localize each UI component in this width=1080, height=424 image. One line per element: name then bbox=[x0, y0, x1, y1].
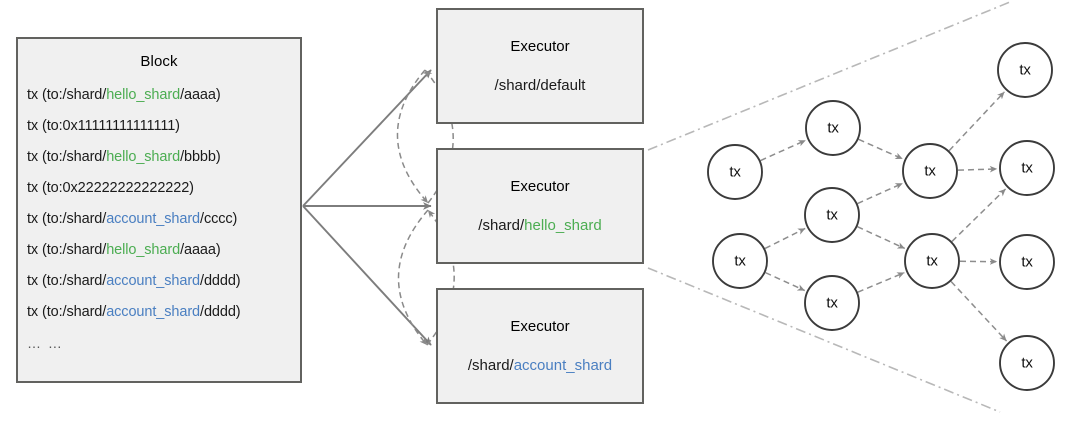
block-transaction-list: tx (to:/shard/hello_shard/aaaa)tx (to:0x… bbox=[18, 80, 300, 359]
block-transaction-row: tx (to:/shard/hello_shard/aaaa) bbox=[27, 80, 300, 111]
tx-suffix: /aaaa) bbox=[180, 242, 221, 258]
block-transaction-row: tx (to:/shard/hello_shard/aaaa) bbox=[27, 235, 300, 266]
dag-node-n6: tx bbox=[924, 162, 936, 180]
tx-shard-name: hello_shard bbox=[106, 149, 181, 165]
executor-path-prefix: /shard/default bbox=[494, 77, 586, 94]
tx-prefix: tx (to:0x22222222222222) bbox=[27, 180, 194, 196]
executor-title: Executor bbox=[510, 318, 570, 335]
tx-prefix: tx (to:/shard/ bbox=[27, 211, 107, 227]
dag-node-n1: tx bbox=[729, 163, 741, 181]
dag-node-n7: tx bbox=[926, 252, 938, 270]
executor-title: Executor bbox=[510, 178, 570, 195]
executor-box-hello-shard[interactable]: Executor /shard/hello_shard bbox=[436, 148, 644, 264]
tx-prefix: tx (to:0x11111111111111) bbox=[27, 118, 180, 134]
block-transaction-row: tx (to:0x22222222222222) bbox=[27, 173, 300, 204]
tx-prefix: tx (to:/shard/ bbox=[27, 242, 107, 258]
block-ellipsis: … … bbox=[27, 335, 64, 351]
tx-suffix: /bbbb) bbox=[180, 149, 221, 165]
block-transaction-row: tx (to:/shard/account_shard/dddd) bbox=[27, 297, 300, 328]
tx-prefix: tx (to:/shard/ bbox=[27, 149, 107, 165]
tx-shard-name: account_shard bbox=[106, 304, 201, 320]
block-title: Block bbox=[140, 53, 178, 70]
executor-box-account-shard[interactable]: Executor /shard/account_shard bbox=[436, 288, 644, 404]
executor-path-shard: account_shard bbox=[513, 357, 613, 374]
block-transaction-row: tx (to:/shard/account_shard/cccc) bbox=[27, 204, 300, 235]
block-transaction-row: tx (to:/shard/hello_shard/bbbb) bbox=[27, 142, 300, 173]
dag-node-n2: tx bbox=[734, 252, 746, 270]
dag-node-n3: tx bbox=[827, 119, 839, 137]
dag-node-n9: tx bbox=[1021, 159, 1033, 177]
tx-suffix: /cccc) bbox=[200, 211, 238, 227]
dag-edges bbox=[760, 91, 1008, 342]
tx-suffix: /aaaa) bbox=[180, 87, 221, 103]
dag-node-n8: tx bbox=[1019, 61, 1031, 79]
tx-suffix: /dddd) bbox=[200, 304, 241, 320]
executor-box-default[interactable]: Executor /shard/default bbox=[436, 8, 644, 124]
dag-node-n10: tx bbox=[1021, 253, 1033, 271]
tx-shard-name: hello_shard bbox=[106, 87, 181, 103]
executor-path: /shard/hello_shard bbox=[478, 217, 601, 234]
zoom-callout-lines bbox=[647, 1, 1011, 413]
tx-suffix: /dddd) bbox=[200, 273, 241, 289]
tx-prefix: tx (to:/shard/ bbox=[27, 273, 107, 289]
executor-title: Executor bbox=[510, 38, 570, 55]
dag-node-n4: tx bbox=[826, 206, 838, 224]
block-transaction-row: tx (to:/shard/account_shard/dddd) bbox=[27, 266, 300, 297]
dag-nodes bbox=[707, 42, 1055, 391]
tx-prefix: tx (to:/shard/ bbox=[27, 304, 107, 320]
tx-shard-name: hello_shard bbox=[106, 242, 181, 258]
dag-node-n5: tx bbox=[826, 294, 838, 312]
executor-path-prefix: /shard/ bbox=[467, 357, 514, 374]
executor-path-shard: hello_shard bbox=[524, 217, 602, 234]
block-box: Block tx (to:/shard/hello_shard/aaaa)tx … bbox=[16, 37, 302, 383]
dag-node-n11: tx bbox=[1021, 354, 1033, 372]
block-to-executor-arrows bbox=[302, 69, 432, 346]
tx-shard-name: account_shard bbox=[106, 211, 201, 227]
tx-shard-name: account_shard bbox=[106, 273, 201, 289]
executor-path: /shard/account_shard bbox=[468, 357, 612, 374]
tx-prefix: tx (to:/shard/ bbox=[27, 87, 107, 103]
executor-path-prefix: /shard/ bbox=[478, 217, 525, 234]
executor-path: /shard/default bbox=[495, 77, 586, 94]
block-transaction-row: tx (to:0x11111111111111) bbox=[27, 111, 300, 142]
